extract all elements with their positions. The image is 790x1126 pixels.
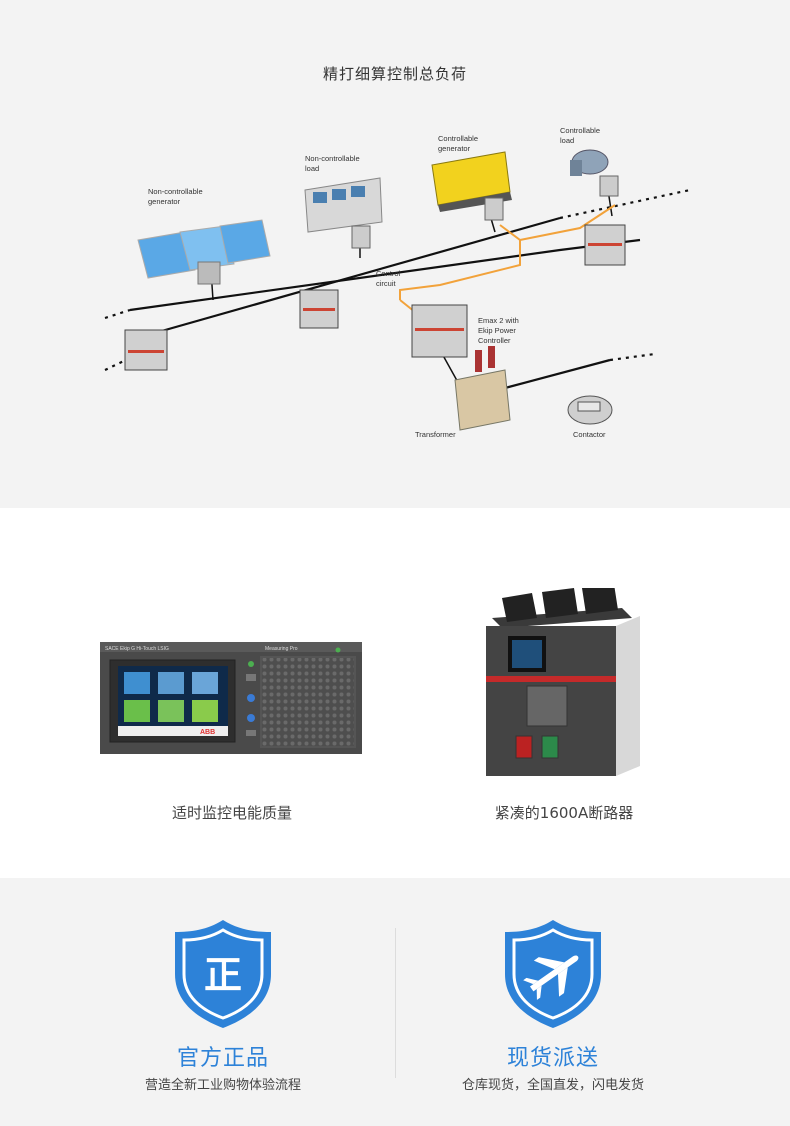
label-emax: Emax 2 with Ekip Power Controller [478,316,521,345]
solar-panel-icon [137,219,271,285]
guarantee-delivery-sub: 仓库现货，全国直发，闪电发货 [461,1078,644,1093]
guarantee-delivery [403,918,703,1030]
diagram-section: 精打细算控制总负荷 [0,0,790,508]
shield-icon: 正 [175,920,271,1028]
label-non-controllable-load: Non-controllable load [305,154,362,173]
caption-monitor: 适时监控电能质量 [171,804,292,822]
genuine-char: 正 [204,953,242,997]
guarantee-delivery-title: 现货派送 [506,1046,599,1071]
guarantee-section: 正 官方正品 营造全新工业购物体验流程 现货派送 仓库现货，全国直发，闪电发货 [0,878,790,1126]
label-controllable-generator: Controllable generator [438,134,480,153]
caption-breaker: 紧凑的1600A断路器 [494,804,634,822]
control-panel-image: SACE Ekip G Hi-Touch LSIG Measuring Pro … [100,642,362,754]
control-cabinet-icon [304,177,383,249]
label-transformer: Transformer [415,430,456,439]
label-control-circuit: Control circuit [376,269,402,288]
transformer-icon [454,346,511,431]
label-non-controllable-generator: Non-controllable generator [148,187,205,206]
label-contactor: Contactor [573,430,606,439]
guarantee-official: 正 [73,918,373,1030]
panel-brand: ABB [200,729,215,736]
label-controllable-load: Controllable load [560,126,602,145]
guarantee-official-sub: 营造全新工业购物体验流程 [144,1078,301,1093]
generator-icon [431,151,512,221]
circuit-breaker-image [486,588,640,776]
contactor-icon [567,395,613,425]
diagram-title: 精打细算控制总负荷 [322,65,467,83]
airplane-shield-icon [505,920,601,1028]
products-section: SACE Ekip G Hi-Touch LSIG Measuring Pro … [0,508,790,878]
panel-subtitle: Measuring Pro [265,646,298,652]
divider [395,928,396,1078]
motor-icon [570,149,619,197]
panel-title: SACE Ekip G Hi-Touch LSIG [105,646,169,652]
power-system-diagram: Non-controllable generator Non-controlla… [104,126,691,439]
guarantee-official-title: 官方正品 [176,1046,269,1071]
